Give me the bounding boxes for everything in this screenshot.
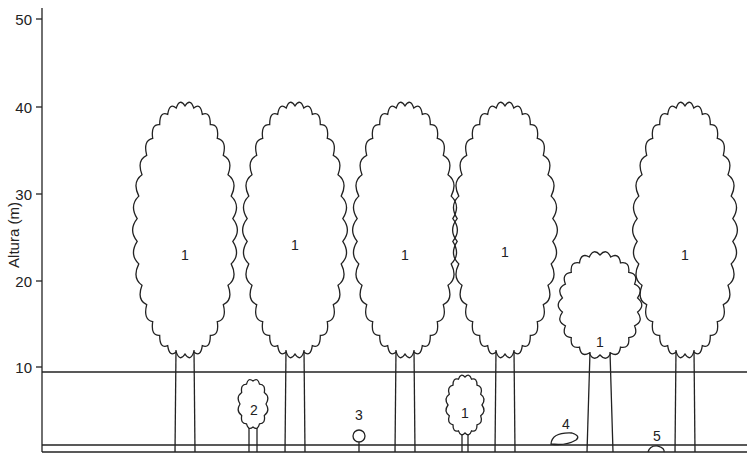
tree-trunk xyxy=(414,350,415,452)
callout-number: 1 xyxy=(401,248,409,262)
tree-crown xyxy=(558,252,642,359)
tree-trunk xyxy=(610,352,613,452)
tree-trunk xyxy=(675,350,676,452)
callout-number: 1 xyxy=(181,248,189,262)
tree-trunk xyxy=(175,350,176,452)
callout-number: 1 xyxy=(681,248,689,262)
axis-tick-label: 30 xyxy=(15,187,32,202)
callout-number: 1 xyxy=(501,245,509,259)
tick xyxy=(36,18,42,19)
tree-trunk xyxy=(694,350,695,452)
stratum-line xyxy=(42,371,747,372)
sapling-crown xyxy=(446,375,484,435)
tree-crown xyxy=(633,102,738,357)
herb-symbol xyxy=(648,446,664,452)
tree-crown xyxy=(243,102,348,357)
tick xyxy=(36,280,42,281)
tree-trunk xyxy=(587,352,590,452)
tree-crown xyxy=(453,102,558,357)
callout-number: 1 xyxy=(596,335,604,349)
herb-symbol xyxy=(353,430,365,452)
tick xyxy=(36,193,42,194)
y-axis xyxy=(41,8,42,452)
tick xyxy=(36,366,42,367)
callout-number: 2 xyxy=(250,403,258,417)
axis-tick-label: 40 xyxy=(15,100,32,115)
callout-number: 1 xyxy=(461,406,469,420)
tick xyxy=(36,106,42,107)
callout-number: 4 xyxy=(562,417,570,431)
tree-trunk xyxy=(256,428,257,452)
shrub-crown xyxy=(238,380,268,429)
tree-trunk xyxy=(395,350,396,452)
tree-trunk xyxy=(514,350,515,452)
callout-number: 1 xyxy=(291,238,299,252)
tree-trunk xyxy=(461,434,462,452)
tree-crown xyxy=(133,102,238,357)
axis-title: Altura (m) xyxy=(6,202,21,268)
axis-tick-label: 20 xyxy=(15,274,32,289)
tree-trunk xyxy=(495,350,496,452)
herb-symbol xyxy=(551,433,578,445)
tree-trunk xyxy=(467,434,468,452)
axis-tick-label: 50 xyxy=(15,12,32,27)
tree-trunk xyxy=(285,350,286,452)
tree-crown xyxy=(353,102,458,357)
tree-trunk xyxy=(194,350,195,452)
tree-trunk xyxy=(304,350,305,452)
callout-number: 3 xyxy=(355,408,363,422)
callout-number: 5 xyxy=(653,429,661,443)
tree-trunk xyxy=(248,428,249,452)
axis-tick-label: 10 xyxy=(15,360,32,375)
